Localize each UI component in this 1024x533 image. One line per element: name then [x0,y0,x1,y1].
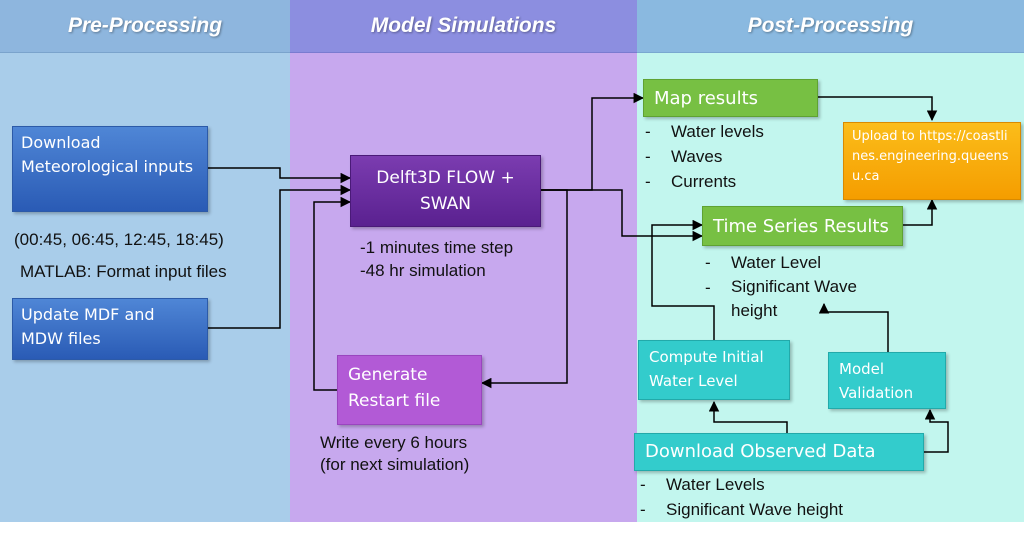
time-step-note: -1 minutes time step [360,238,514,257]
map-results-box: Map results [643,79,818,117]
map-item-currents: -Currents [645,172,737,191]
arrow-restart-to-delft [313,196,352,391]
ts-item-water-level: -Water Level [705,253,822,272]
arrow-observed-to-compute [708,400,788,435]
upload-to-website-box: Upload to https://coastlines.engineering… [843,122,1021,200]
obs-item-water-levels: -Water Levels [640,475,765,494]
arrow-delft-to-restart [480,189,568,389]
arrow-timeseries-to-upload [903,198,938,226]
arrow-observed-to-validation [924,408,949,453]
header-pre-processing: Pre-Processing [0,0,290,53]
model-validation-box: Model Validation [828,352,946,409]
observed-data-list: -Water Levels -Significant Wave height [640,472,843,522]
simulation-length-note: -48 hr simulation [360,261,486,280]
time-series-list: -Water Level -Significant Wave height [705,250,891,323]
download-observed-data-box: Download Observed Data [634,433,924,471]
compute-initial-water-level-box: Compute Initial Water Level [638,340,790,400]
download-meteorological-inputs-box: Download Meteorological inputs [12,126,208,212]
map-results-list: -Water levels -Waves -Currents [645,119,764,194]
header-model-simulations: Model Simulations [290,0,637,53]
forecast-times: (00:45, 06:45, 12:45, 18:45) [14,230,224,249]
arrow-update-to-delft [208,184,352,329]
write-frequency-note: Write every 6 hours [320,433,468,452]
generate-restart-file-box: Generate Restart file [337,355,482,425]
arrow-validation-to-timeseries [818,302,889,352]
arrow-delft-to-map [541,92,645,191]
map-item-water-levels: -Water levels [645,122,764,141]
arrow-compute-to-timeseries [651,219,715,340]
next-simulation-note: (for next simulation) [320,455,470,474]
obs-item-wave-height: -Significant Wave height [640,500,844,519]
model-simulations-panel [290,0,637,522]
time-series-results-box: Time Series Results [702,206,903,246]
delft3d-flow-swan-box: Delft3D FLOW + SWAN [350,155,541,227]
arrow-map-to-upload [818,96,938,122]
arrow-download-to-delft [208,167,352,184]
update-mdf-mdw-box: Update MDF and MDW files [12,298,208,360]
matlab-format-label: MATLAB: Format input files [20,262,227,281]
map-item-waves: -Waves [645,147,723,166]
arrow-delft-to-timeseries [541,189,704,242]
header-post-processing: Post-Processing [637,0,1024,53]
pre-processing-panel [0,0,290,522]
ts-item-wave-height: -Significant Wave height [705,277,857,320]
